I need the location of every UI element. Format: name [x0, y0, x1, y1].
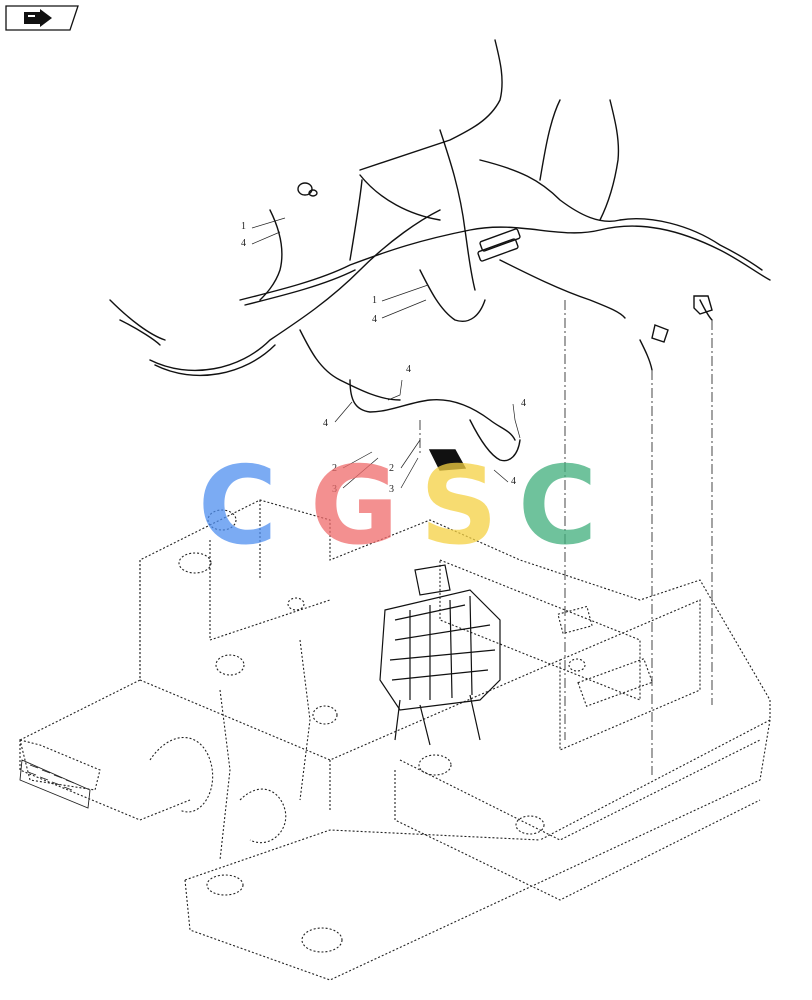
callout-label: 4 — [372, 314, 377, 325]
watermark: C G S C — [198, 444, 597, 569]
nav-button[interactable] — [5, 5, 79, 31]
callout-label: 1 — [372, 295, 377, 306]
control-valve-block — [379, 564, 501, 746]
callout-label: 4 — [406, 364, 411, 375]
callout-label: 4 — [323, 418, 328, 429]
callout-label: 3 — [332, 484, 337, 495]
wiring-harness — [109, 39, 771, 471]
watermark-letter: C — [198, 444, 277, 569]
callout-label: 3 — [389, 484, 394, 495]
callout-label: 4 — [521, 398, 526, 409]
callouts: 1 4 1 4 4 4 4 2 3 2 3 4 — [241, 221, 526, 495]
callout-label: 4 — [241, 238, 246, 249]
watermark-letter: C — [518, 444, 597, 569]
step-grating — [19, 759, 91, 809]
arrow-right-icon — [24, 9, 52, 27]
chassis-frame — [19, 499, 771, 981]
callout-label: 4 — [511, 476, 516, 487]
callout-label: 2 — [332, 463, 337, 474]
watermark-letter: G — [310, 444, 399, 569]
callout-label: 1 — [241, 221, 246, 232]
leader-lines — [419, 300, 713, 775]
watermark-letter: S — [420, 444, 498, 569]
callout-label: 2 — [389, 463, 394, 474]
callout-group — [251, 217, 521, 489]
